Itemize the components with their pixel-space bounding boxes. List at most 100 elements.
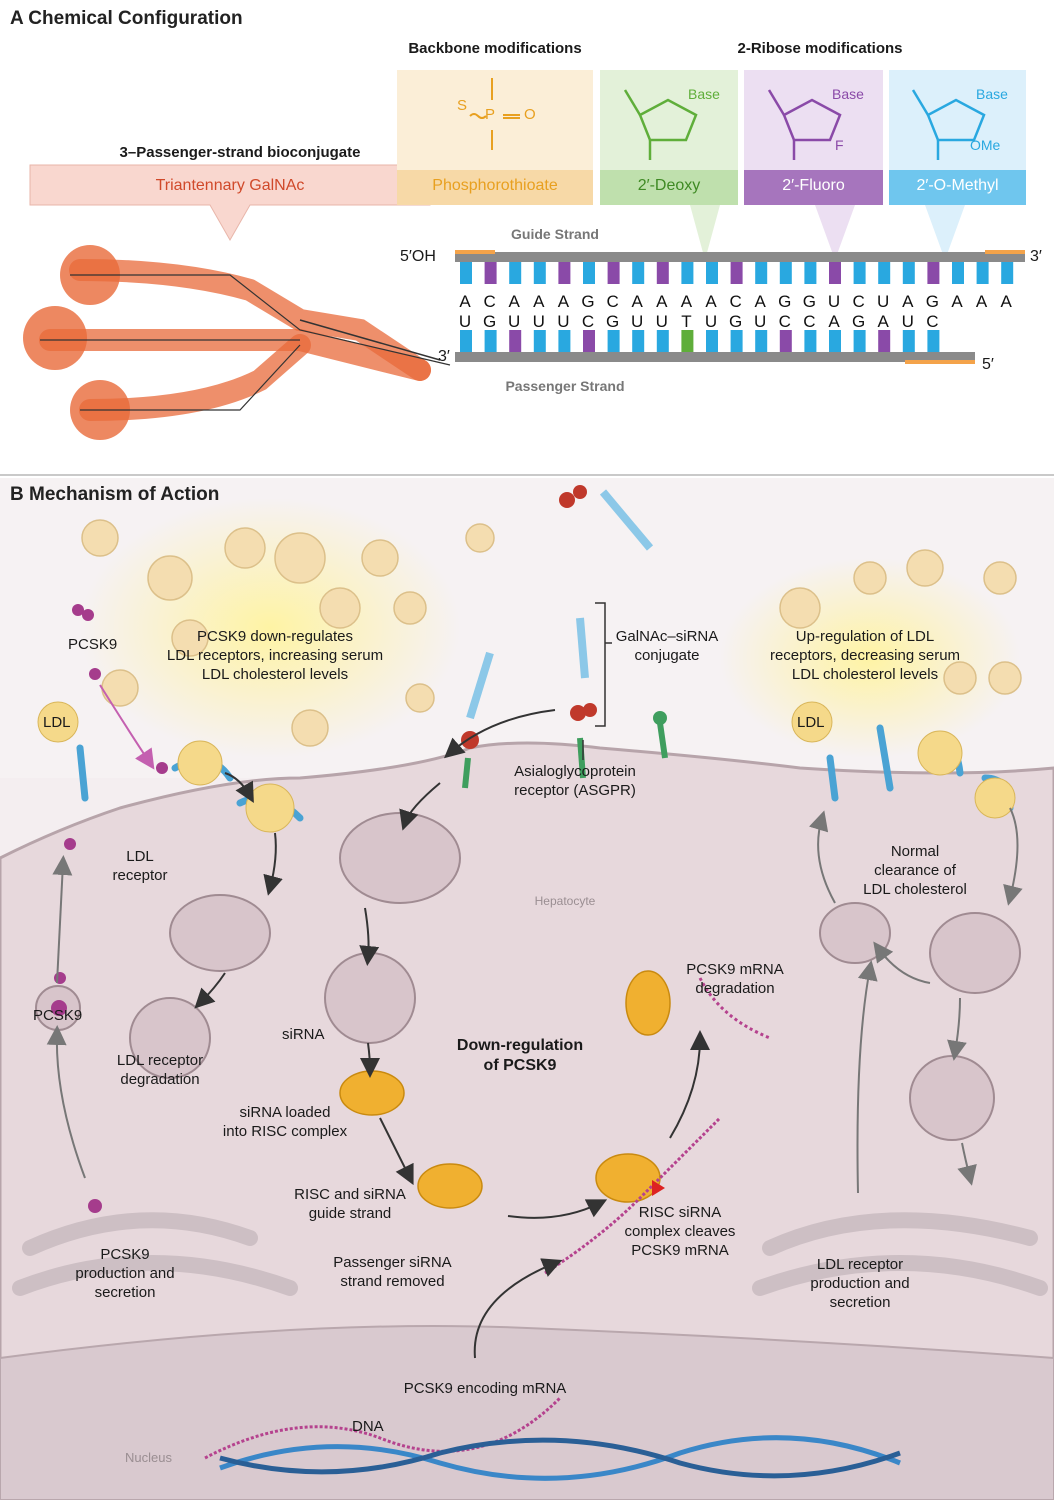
risc-cleaves-label: RISC siRNA complex cleaves PCSK9 mRNA xyxy=(624,1204,736,1259)
five-oh-label: 5′OH xyxy=(400,248,436,265)
galnac-label: Triantennary GalNAc xyxy=(155,177,305,194)
pcsk9-vesicle-label: PCSK9 xyxy=(33,1007,83,1024)
pcsk9-downregulates-label: PCSK9 down-regulates LDL receptors, incr… xyxy=(166,628,384,683)
fluoro-base-label: Base xyxy=(832,86,864,102)
guide-nucleotide xyxy=(779,262,792,284)
guide-nucleotide xyxy=(656,262,669,284)
phosphorothioate-label: Phosphorothioate xyxy=(432,177,558,194)
nucleotide-letter: U xyxy=(508,312,521,331)
ldl-left-label: LDL xyxy=(43,714,71,731)
er-right-2 xyxy=(752,1255,1048,1296)
nucleotide-letter: C xyxy=(803,312,816,331)
passenger-nucleotide xyxy=(533,330,546,352)
endosomes xyxy=(35,812,1021,1141)
guide-nucleotide xyxy=(632,262,645,284)
guide-nucleotide xyxy=(533,262,546,284)
dna-strand-2 xyxy=(219,1437,901,1479)
nucleotide-letter: T xyxy=(681,312,692,331)
five-prime-bottom-label: 5′ xyxy=(982,356,994,373)
nucleotide-letter: A xyxy=(975,292,988,311)
guide-nucleotide xyxy=(460,262,472,284)
panel-a-chemical-configuration: A Chemical Configuration Backbone modifi… xyxy=(0,0,1054,476)
omethyl-label: 2′-O-Methyl xyxy=(916,177,999,194)
passenger-nucleotide xyxy=(927,330,940,352)
deoxy-callout xyxy=(600,70,738,260)
ldl-particles xyxy=(81,519,1022,747)
guide-nucleotide xyxy=(952,262,964,284)
phosphorothioate-s-label: S xyxy=(457,97,468,114)
bioconjugate-header: 3–Passenger-strand bioconjugate xyxy=(119,144,361,161)
guide-nucleotide xyxy=(853,262,866,284)
sirna-duplex xyxy=(455,250,1025,364)
risc-complexes xyxy=(339,970,671,1209)
panel-a-artwork xyxy=(23,70,1026,440)
deoxy-band xyxy=(600,170,738,205)
guide-nucleotide xyxy=(1001,262,1014,284)
omethyl-callout xyxy=(889,70,1026,260)
guide-nucleotide xyxy=(829,262,841,284)
omethyl-base-label: Base xyxy=(976,86,1008,102)
nucleotide-letter: A xyxy=(877,312,889,331)
nucleotide-letter: C xyxy=(926,312,939,331)
guide-nucleotide xyxy=(484,262,497,284)
phosphorothioate-o-label: O xyxy=(524,106,536,123)
three-prime-top-label: 3′ xyxy=(1030,248,1042,265)
panel-a-title: A Chemical Configuration xyxy=(10,8,243,29)
ldl-right-icon xyxy=(791,701,833,743)
nucleotide-letter: G xyxy=(728,312,743,331)
galnac-conjugate-label: GalNAc–siRNA conjugate xyxy=(615,628,719,664)
nucleotide-letter: A xyxy=(754,292,766,311)
nucleotide-letter: C xyxy=(606,292,619,311)
passenger-nucleotide xyxy=(730,330,743,352)
guide-nucleotide xyxy=(902,262,915,284)
guide-nucleotide xyxy=(878,262,891,284)
nucleotide-letter: G xyxy=(778,292,792,311)
nucleotide-letter: U xyxy=(458,312,472,331)
nucleus-envelope xyxy=(0,1325,1054,1500)
nucleotide-letter: A xyxy=(459,292,471,311)
panel-b-artwork xyxy=(0,478,1054,1500)
normal-clearance-label: Normal clearance of LDL cholesterol xyxy=(863,843,967,898)
cleavage-marker xyxy=(652,1180,665,1196)
guide-strand-label: Guide Strand xyxy=(511,226,599,242)
passenger-nucleotide xyxy=(829,330,841,352)
deoxy-base-label: Base xyxy=(688,86,720,102)
guide-nucleotide xyxy=(730,262,743,284)
conjugate-bracket xyxy=(595,602,606,727)
ldl-receptor-production-label: LDL receptor production and secretion xyxy=(810,1256,910,1311)
ldl-receptor-label: LDL receptor xyxy=(112,848,168,884)
passenger-nucleotide xyxy=(484,330,497,352)
hepatocyte-label: Hepatocyte xyxy=(534,894,596,908)
phosphorothioate-band xyxy=(397,170,593,205)
nucleotide-letter: A xyxy=(902,292,914,311)
passenger-strand-backbone xyxy=(455,352,975,362)
nucleotide-letter: G xyxy=(581,292,595,311)
nucleotide-letter: U xyxy=(704,312,718,331)
nucleotide-letter: G xyxy=(802,292,816,311)
passenger-nucleotide xyxy=(460,330,472,352)
pcsk9-proteins xyxy=(54,604,168,1213)
guide-strand-nucleotides xyxy=(460,262,1014,284)
nucleotide-letter: A xyxy=(828,312,840,331)
dna-strand-1 xyxy=(219,1435,901,1481)
nucleotide-letter: A xyxy=(705,292,717,311)
passenger-nucleotide xyxy=(583,330,595,352)
passenger-removed-label: Passenger siRNA strand removed xyxy=(333,1254,452,1290)
nucleotide-letter: A xyxy=(557,292,570,311)
nucleotide-letter: C xyxy=(483,292,496,311)
guide-strand-backbone xyxy=(455,252,1025,262)
passenger-nucleotide xyxy=(706,330,718,352)
passenger-nucleotide xyxy=(755,330,768,352)
nucleotide-letter: A xyxy=(1000,292,1012,311)
panel-b-title: B Mechanism of Action xyxy=(10,484,220,505)
nucleotide-letter: C xyxy=(581,312,595,331)
nucleotide-letter: A xyxy=(508,292,520,311)
guide-nucleotide xyxy=(706,262,718,284)
nucleotide-letter: U xyxy=(655,312,668,331)
deoxy-label: 2′-Deoxy xyxy=(637,177,701,194)
passenger-strand-label: Passenger Strand xyxy=(505,378,625,394)
degraded-mrna xyxy=(698,977,771,1040)
ribose-modifications-header: 2-Ribose modifications xyxy=(737,40,903,57)
guide-nucleotide xyxy=(804,262,817,284)
nucleotide-letter: A xyxy=(680,292,693,311)
